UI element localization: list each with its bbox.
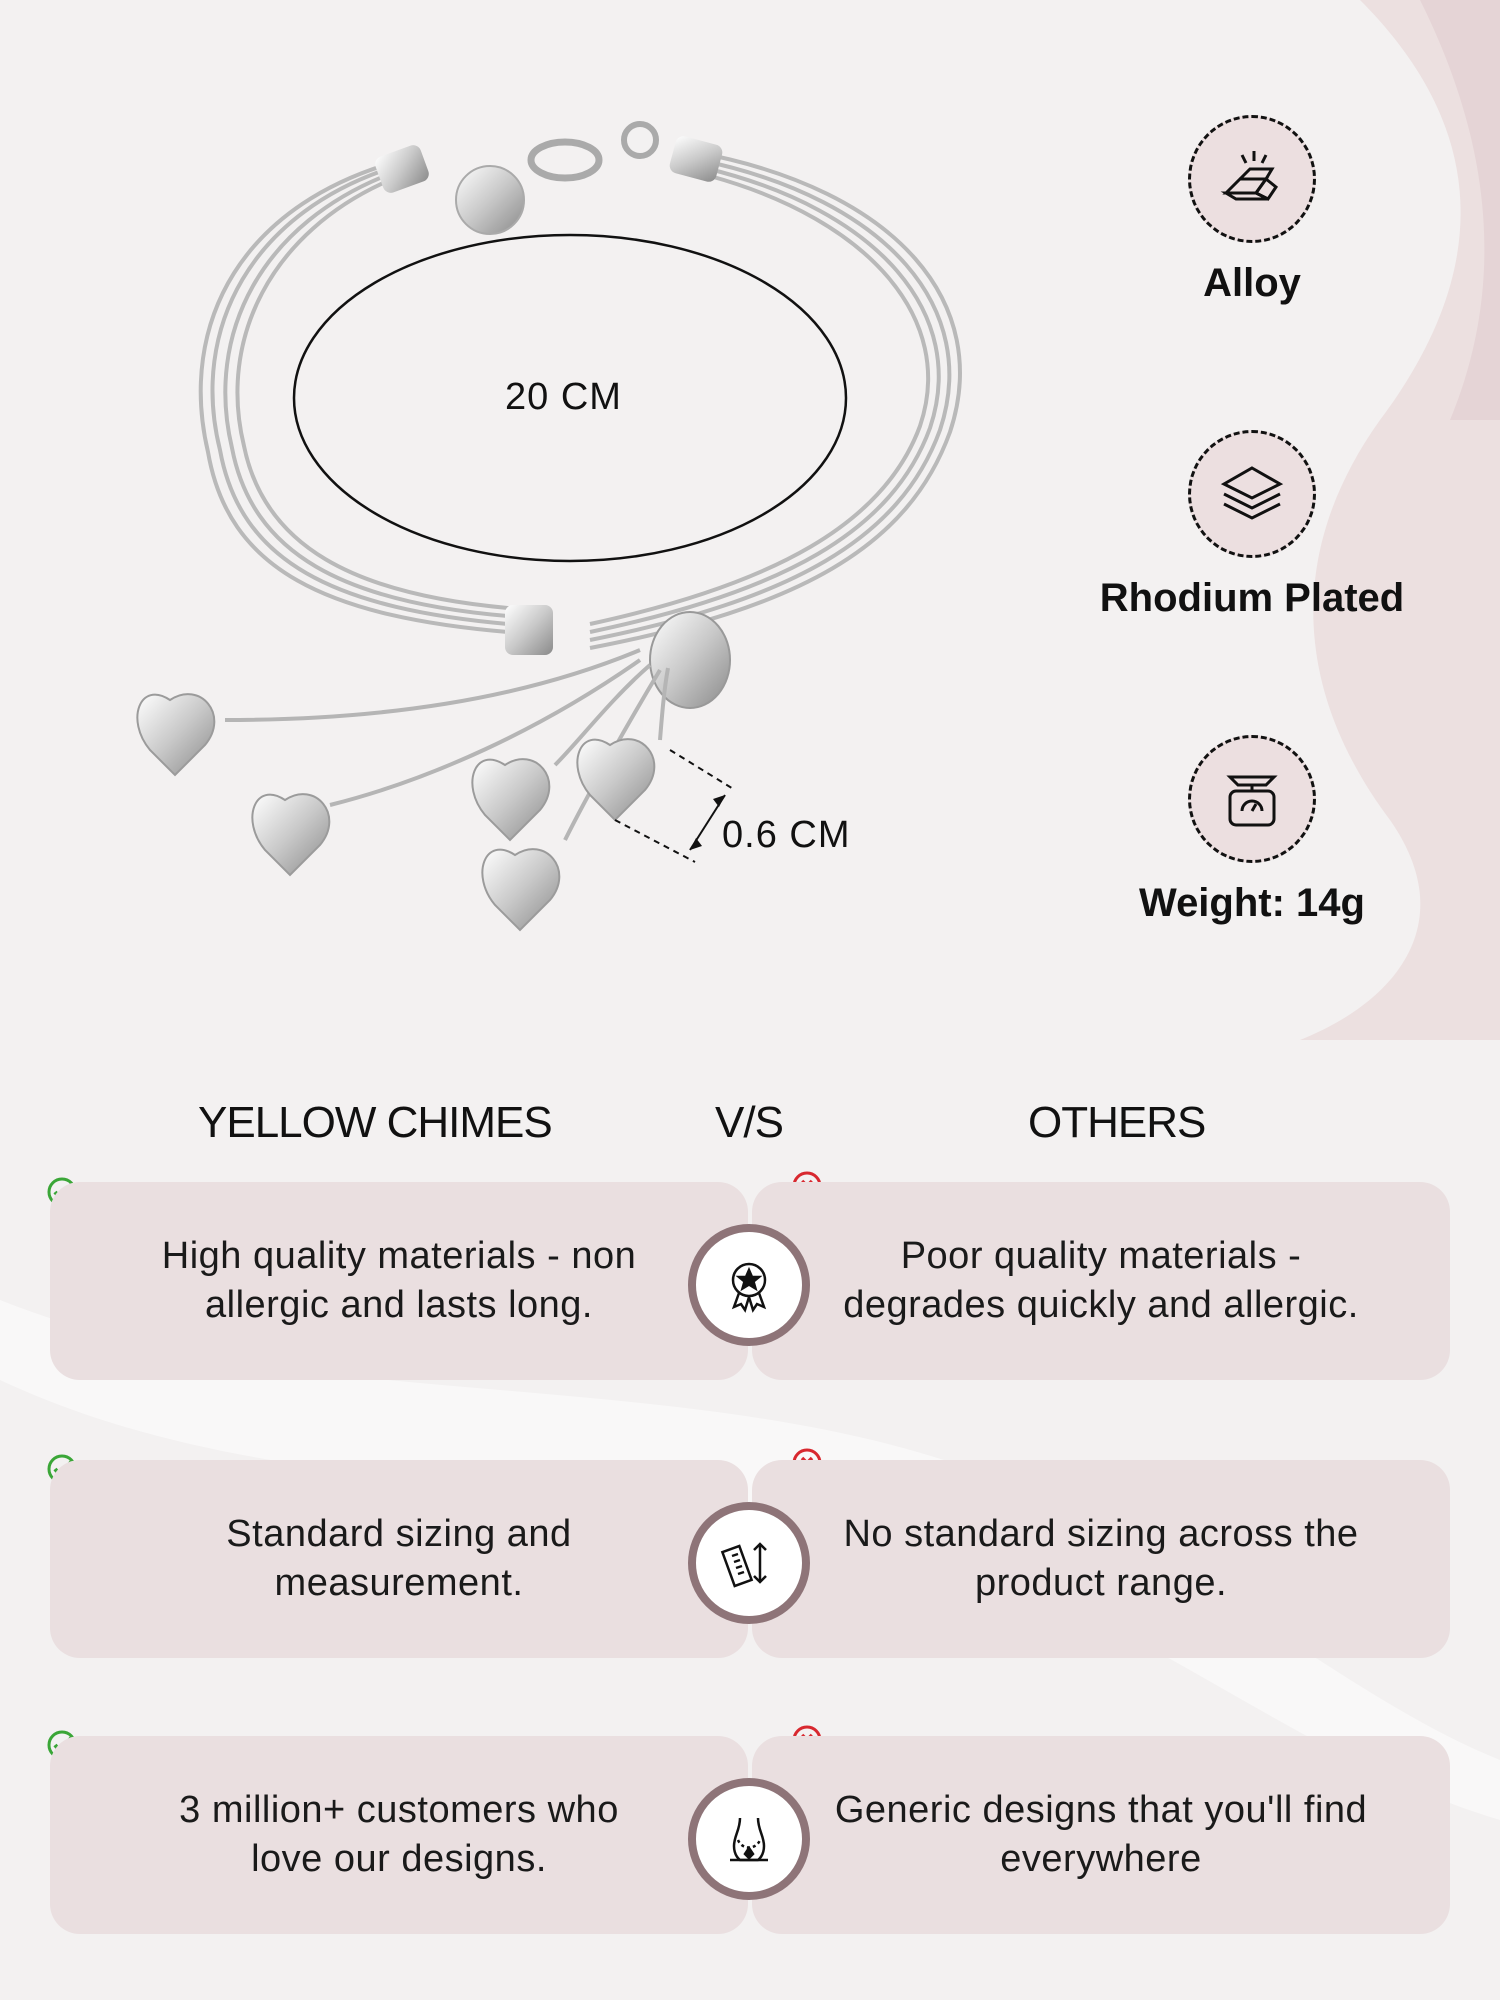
vs-heading: V/S: [715, 1098, 784, 1147]
ruler-icon: [720, 1542, 767, 1588]
brand-card: 3 million+ customers who love our design…: [50, 1736, 748, 1934]
gold-bar-icon: [1220, 151, 1279, 201]
brand-heading: YELLOW CHIMES: [198, 1098, 553, 1147]
jewelry-display-icon: [730, 1817, 768, 1862]
brand-card: Standard sizing and measurement.: [50, 1460, 748, 1658]
others-card-text: No standard sizing across the product ra…: [843, 1513, 1359, 1604]
length-dimension: 20 CM: [505, 376, 622, 418]
row-badge: [688, 1502, 810, 1624]
others-card: No standard sizing across the product ra…: [752, 1460, 1450, 1658]
row-badge: [688, 1224, 810, 1346]
feature-weight: Weight: 14g: [1042, 735, 1462, 926]
feature-label: Weight: 14g: [1139, 881, 1365, 925]
brand-card-text: 3 million+ customers who love our design…: [179, 1789, 619, 1880]
feature-rhodium: Rhodium Plated: [1042, 430, 1462, 621]
brand-card-text: Standard sizing and measurement.: [226, 1513, 572, 1604]
others-card: Poor quality materials - degrades quickl…: [752, 1182, 1450, 1380]
row-badge: [688, 1778, 810, 1900]
brand-card-text: High quality materials - non allergic an…: [161, 1235, 637, 1326]
layers-icon: [1220, 466, 1284, 520]
others-heading: OTHERS: [1028, 1098, 1206, 1147]
others-card-text: Generic designs that you'll find everywh…: [834, 1789, 1368, 1880]
feature-alloy: Alloy: [1042, 115, 1462, 306]
bracelet-image: [136, 121, 962, 932]
icon-circle: [1188, 735, 1316, 863]
feature-label: Rhodium Plated: [1099, 576, 1405, 620]
weighing-scale-icon: [1226, 775, 1278, 827]
others-card: Generic designs that you'll find everywh…: [752, 1736, 1450, 1934]
icon-circle: [1188, 115, 1316, 243]
others-card-text: Poor quality materials - degrades quickl…: [843, 1235, 1359, 1326]
width-dimension: 0.6 CM: [722, 814, 851, 856]
icon-circle: [1188, 430, 1316, 558]
brand-card: High quality materials - non allergic an…: [50, 1182, 748, 1380]
feature-label: Alloy: [1203, 261, 1301, 305]
quality-badge-icon: [731, 1262, 767, 1313]
